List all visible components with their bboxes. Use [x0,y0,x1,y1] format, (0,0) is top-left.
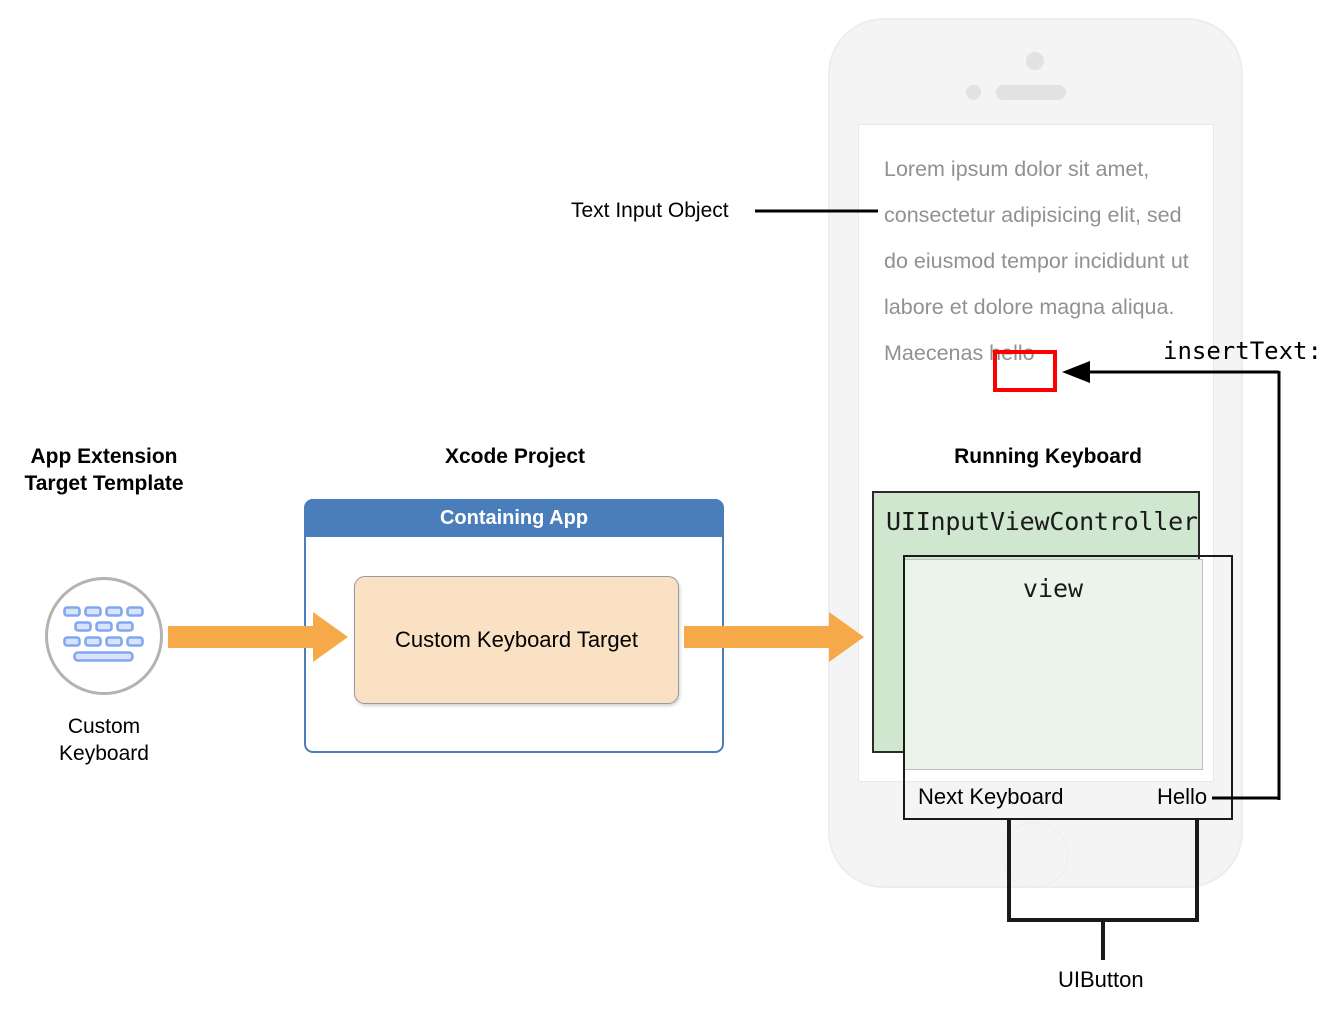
view-box [903,559,1203,770]
custom-keyboard-caption: Custom Keyboard [59,715,149,765]
running-keyboard-heading: Running Keyboard [954,445,1142,468]
phone-home-button[interactable] [1002,822,1068,888]
view-label: view [1022,574,1084,603]
custom-keyboard-target-label: Custom Keyboard Target [395,627,638,652]
placeholder-text: Lorem ipsum dolor sit amet, consectetur … [884,157,1189,365]
keyboard-icon [63,606,145,666]
phone-speaker-icon [996,85,1066,100]
text-input-object[interactable]: Lorem ipsum dolor sit amet, consectetur … [884,146,1204,376]
insert-text-callout-label: insertText: [1163,337,1322,365]
containing-app-header: Containing App [304,499,724,537]
custom-keyboard-target-box: Custom Keyboard Target [354,576,679,704]
xcode-project-heading: Xcode Project [444,445,586,468]
text-input-object-callout-label: Text Input Object [571,199,729,222]
app-extension-heading: App Extension Target Template [24,445,184,495]
hello-button[interactable]: Hello [1157,784,1208,809]
uibutton-callout-label: UIButton [1058,967,1144,992]
next-keyboard-button[interactable]: Next Keyboard [918,784,1064,809]
uiinputviewcontroller-label: UIInputViewController [886,507,1198,536]
phone-sensor-icon [966,85,981,100]
custom-keyboard-circle [45,577,163,695]
inserted-text-highlight [993,350,1057,392]
phone-camera-icon [1026,52,1044,70]
